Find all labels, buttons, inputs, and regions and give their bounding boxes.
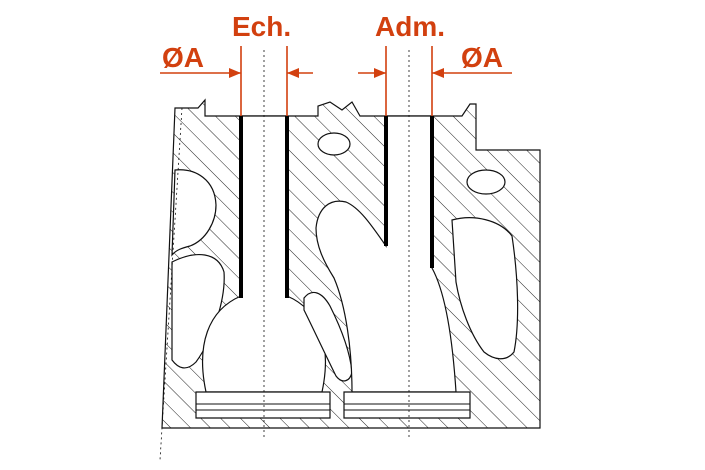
oil-gallery-oval-1 [317,132,351,156]
combustion-recess-left [195,391,331,419]
cavities [171,115,519,419]
label-exhaust: Ech. [232,11,291,42]
oil-gallery-oval-2 [466,169,506,195]
valve-guides [239,116,434,298]
label-diameter-left: ØA [162,42,204,73]
valve-centerlines [159,50,410,461]
combustion-recess-right [343,391,471,419]
water-jacket-right [451,217,519,360]
dimension-intake [358,46,512,116]
label-intake: Adm. [375,11,445,42]
seat-lines [196,403,470,411]
dimension-exhaust [160,46,313,116]
intake-port [315,115,457,393]
water-jacket-left [171,169,217,257]
label-diameter-right: ØA [461,42,503,73]
